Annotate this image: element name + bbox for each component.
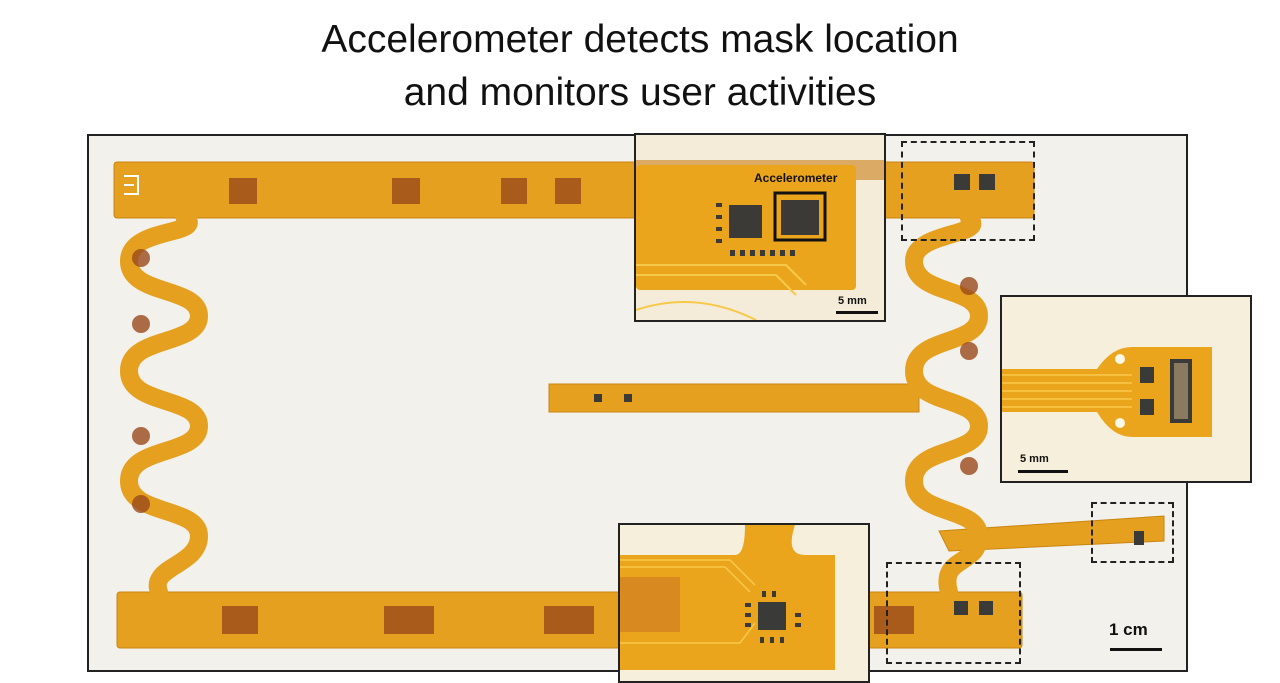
- logo-icon: [124, 175, 139, 195]
- inset-sensor-chip: [618, 523, 870, 683]
- accelerometer-highlight-box: [773, 191, 827, 242]
- dashed-highlight-connector: [1091, 502, 1174, 563]
- dashed-highlight-accelerometer: [901, 141, 1035, 241]
- scale-bar-1cm: [1110, 648, 1162, 651]
- scale-label-right-inset: 5 mm: [1020, 453, 1049, 465]
- slide-title-line-1: Accelerometer detects mask location: [321, 18, 959, 61]
- inset-accelerometer: Accelerometer 5 mm: [634, 133, 886, 322]
- accelerometer-callout: Accelerometer: [754, 171, 838, 185]
- inset-connector: 5 mm: [1000, 295, 1252, 483]
- scale-label-top-inset: 5 mm: [838, 295, 867, 307]
- scale-label-1cm: 1 cm: [1109, 620, 1148, 639]
- slide-title-line-2: and monitors user activities: [403, 71, 877, 114]
- scale-bar-right-inset: [1018, 470, 1068, 473]
- dashed-highlight-sensor: [886, 562, 1021, 664]
- scale-bar-top-inset: [836, 311, 878, 314]
